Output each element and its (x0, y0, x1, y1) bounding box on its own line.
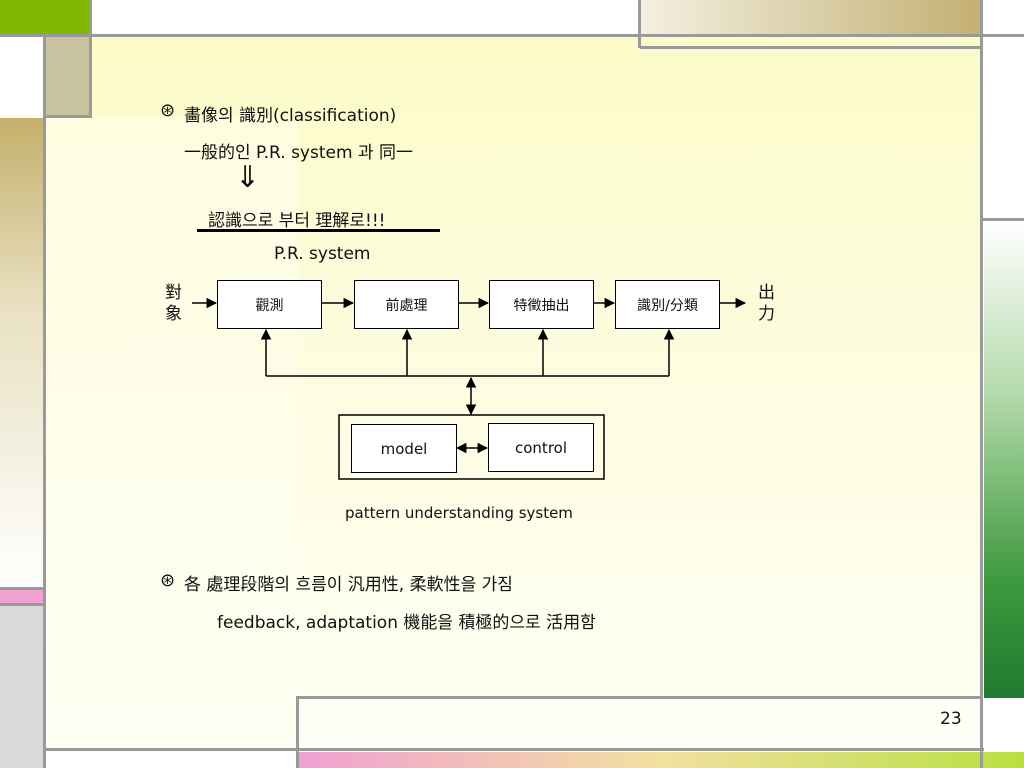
bullet-marker-2: ⊛ (160, 570, 176, 591)
bullet2-line2: feedback, adaptation 機能을 積極的으로 活用함 (217, 613, 596, 633)
left-pink-strip (0, 590, 46, 604)
frame-line (43, 36, 46, 768)
stage-box-feature-extraction: 特徵抽出 (489, 280, 594, 329)
control-box: control (488, 423, 594, 472)
diagram-caption: pattern understanding system (345, 504, 573, 522)
bullet2-line1: 各 處理段階의 흐름이 汎用性, 柔軟性을 가짐 (184, 575, 513, 595)
down-double-arrow: ⇓ (235, 160, 261, 195)
frame-line (0, 587, 46, 590)
left-gradient-strip (0, 118, 46, 588)
bottom-strip (298, 700, 983, 750)
top-right-khaki-bar (640, 0, 982, 36)
frame-line (980, 0, 983, 768)
output-label: 出 力 (758, 283, 775, 324)
right-green-strip (984, 220, 1024, 698)
underline-rule (197, 229, 440, 232)
top-left-green-block (0, 0, 90, 36)
frame-line (296, 698, 299, 768)
frame-line (296, 696, 982, 699)
left-gray-block (0, 606, 46, 768)
system-label: P.R. system (274, 244, 371, 264)
frame-line (980, 218, 1024, 221)
understanding-system-frame (338, 414, 605, 480)
frame-line (44, 115, 91, 118)
bullet-marker-1: ⊛ (160, 100, 176, 121)
underlined-phrase: 認識으로 부터 理解로!!! (208, 211, 386, 231)
model-box: model (351, 424, 457, 473)
bottom-pink-green-bar (298, 752, 1024, 768)
stage-box-classification: 識別/分類 (615, 280, 720, 329)
frame-line (640, 46, 982, 49)
bullet1-line2: 一般的인 P.R. system 과 同一 (184, 143, 413, 163)
lower-panel (46, 118, 298, 750)
frame-line (0, 34, 1024, 37)
slide-heading: 畵像의 識別(classification) (184, 106, 397, 126)
stage-box-preprocessing: 前處理 (354, 280, 459, 329)
frame-line (89, 0, 92, 118)
frame-line (0, 603, 46, 606)
left-khaki-block (46, 36, 90, 116)
input-label: 對 象 (165, 283, 182, 324)
frame-line (44, 748, 984, 751)
frame-line (638, 0, 641, 48)
page-number: 23 (940, 709, 962, 729)
stage-box-observation: 觀測 (217, 280, 322, 329)
